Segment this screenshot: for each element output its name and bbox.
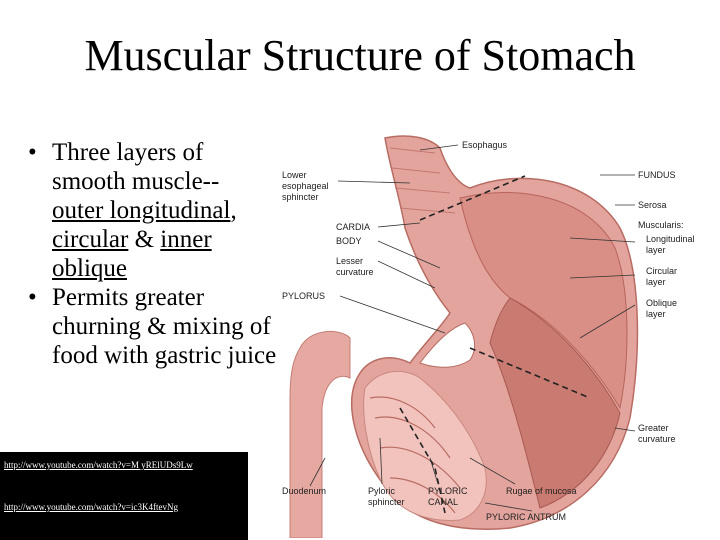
label-esophageal: esophageal xyxy=(282,181,329,191)
bullet-item: • Permits greater churning & mixing of f… xyxy=(28,283,278,370)
label-lower: Lower xyxy=(282,170,307,180)
label-oblique-layer: layer xyxy=(646,309,666,319)
label-circular-layer: layer xyxy=(646,277,666,287)
inner-oblique-link[interactable]: inner oblique xyxy=(52,226,212,282)
label-rugae: Rugae of mucosa xyxy=(506,486,577,496)
body-dashed-line xyxy=(469,347,591,399)
label-sphincter: sphincter xyxy=(282,192,319,202)
label-pyloric-canal-2: CANAL xyxy=(428,497,458,507)
bullet-text: & xyxy=(128,226,161,253)
oblique-layer xyxy=(489,297,621,509)
bullet-dot: • xyxy=(28,284,37,311)
outer-longitudinal-link[interactable]: outer longitudinal xyxy=(52,197,231,224)
stomach-diagram: Esophagus FUNDUS Serosa Muscularis: Long… xyxy=(282,135,695,538)
label-pyloric-canal-1: PYLORIC xyxy=(428,486,468,496)
esophagus-striations xyxy=(389,147,456,214)
label-circular: Circular xyxy=(646,266,677,276)
label-greater-curvature: curvature xyxy=(638,434,676,444)
video-links-panel: http://www.youtube.com/watch?v=M yRElUDs… xyxy=(0,452,248,540)
leader-lines xyxy=(309,144,636,512)
label-cardia: CARDIA xyxy=(336,222,370,232)
rugae-folds xyxy=(369,396,461,514)
label-duodenum: Duodenum xyxy=(282,486,326,496)
label-pyloric: Pyloric xyxy=(368,486,396,496)
label-pyloric-sphincter: sphincter xyxy=(368,497,405,507)
bullet-text: Three layers of smooth muscle-- xyxy=(52,139,220,195)
bullet-dot: • xyxy=(28,139,37,166)
label-lesser-curvature: curvature xyxy=(336,267,374,277)
bullet-text: , xyxy=(230,197,237,224)
label-longitudinal: Longitudinal xyxy=(646,234,695,244)
label-longitudinal-layer: layer xyxy=(646,245,666,255)
label-lesser: Lesser xyxy=(336,256,363,266)
label-muscularis: Muscularis: xyxy=(638,220,684,230)
label-greater: Greater xyxy=(638,423,669,433)
label-esophagus: Esophagus xyxy=(462,140,508,150)
label-body: BODY xyxy=(336,236,362,246)
slide-title: Muscular Structure of Stomach xyxy=(84,31,636,80)
circular-layer xyxy=(459,192,628,410)
cardia-dashed-line xyxy=(419,175,526,221)
lesser-curvature-gap xyxy=(419,322,476,368)
bullet-item: • Three layers of smooth muscle-- outer … xyxy=(28,138,278,283)
bullet-list: • Three layers of smooth muscle-- outer … xyxy=(28,138,278,370)
label-fundus: FUNDUS xyxy=(638,170,676,180)
circular-link[interactable]: circular xyxy=(52,226,129,253)
youtube-link[interactable]: http://www.youtube.com/watch?v=M yRElUDs… xyxy=(4,460,193,470)
pyloric-dashed-line xyxy=(399,407,446,514)
duodenum-shape xyxy=(289,330,351,538)
youtube-link[interactable]: http://www.youtube.com/watch?v=ic3K4ftev… xyxy=(4,502,178,512)
label-oblique: Oblique xyxy=(646,298,677,308)
bullet-text: Permits greater churning & mixing of foo… xyxy=(52,284,277,369)
label-serosa: Serosa xyxy=(638,200,667,210)
label-pylorus: PYLORUS xyxy=(282,291,325,301)
label-pyloric-antrum: PYLORIC ANTRUM xyxy=(486,512,566,522)
